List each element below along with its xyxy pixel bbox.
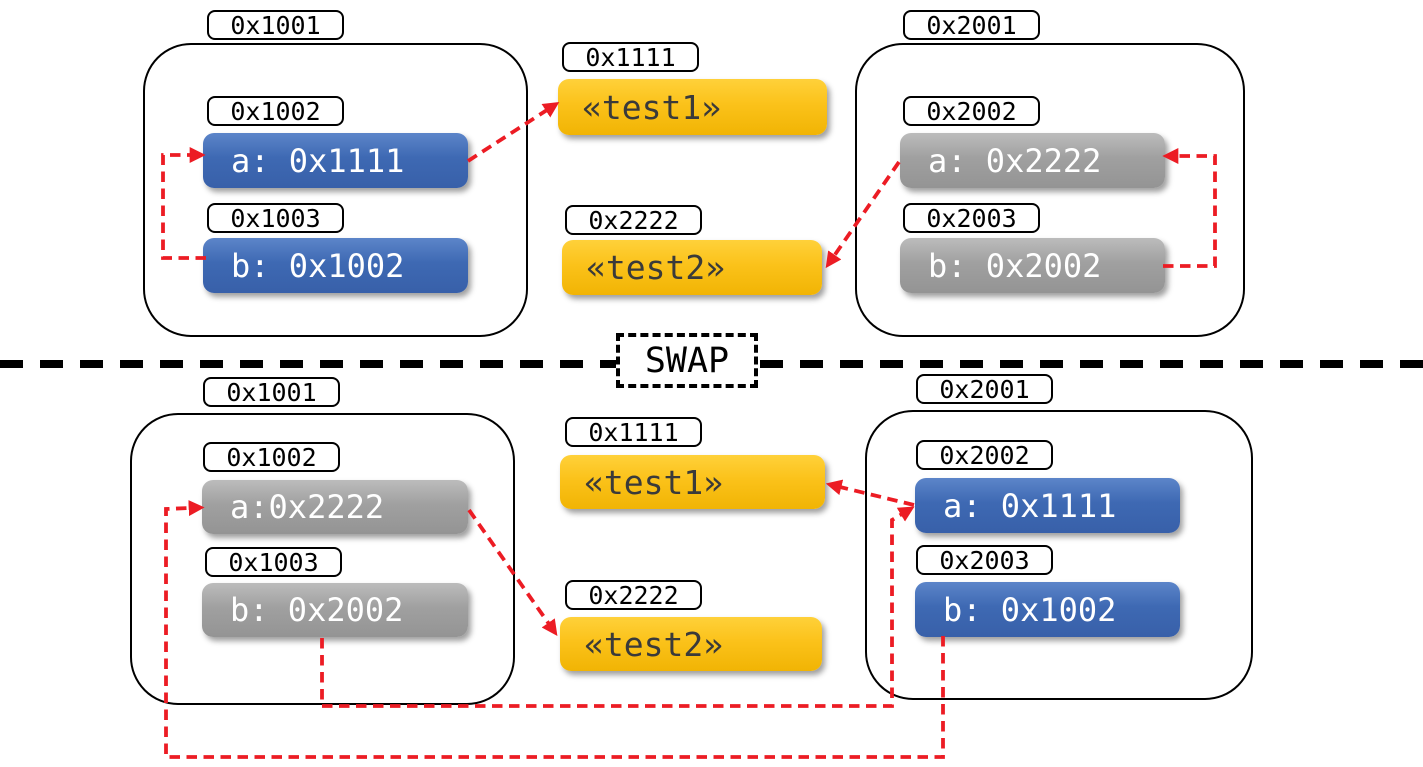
- memory-cell-a: a: 0x1111: [915, 478, 1180, 533]
- memory-cell-b: b: 0x2002: [202, 583, 468, 637]
- swap-label-box: SWAP: [616, 333, 758, 388]
- memory-cell-b: b: 0x2002: [900, 238, 1165, 293]
- memory-cell-a: a: 0x2222: [900, 133, 1165, 188]
- heap-object-test2: «test2»: [562, 240, 822, 295]
- address-tag-heap: 0x2222: [565, 205, 702, 235]
- address-tag-cell: 0x1003: [207, 203, 344, 233]
- swap-label: SWAP: [644, 340, 730, 381]
- heap-object-test1: «test1»: [558, 79, 827, 135]
- address-tag-cell: 0x1002: [203, 442, 340, 472]
- memory-cell-b: b: 0x1002: [915, 582, 1180, 637]
- address-tag-heap: 0x2222: [565, 580, 702, 610]
- address-tag-cell: 0x2003: [903, 203, 1040, 233]
- address-tag-heap: 0x1111: [562, 42, 699, 72]
- memory-cell-a: a: 0x1111: [203, 133, 468, 188]
- heap-object-test2: «test2»: [560, 617, 822, 671]
- address-tag-frame: 0x2001: [916, 374, 1053, 404]
- address-tag-cell: 0x1003: [205, 547, 342, 577]
- address-tag-cell: 0x2002: [916, 440, 1053, 470]
- address-tag-cell: 0x1002: [207, 96, 344, 126]
- heap-object-test1: «test1»: [560, 455, 825, 509]
- memory-cell-b: b: 0x1002: [203, 238, 468, 293]
- address-tag-frame: 0x1001: [207, 10, 344, 40]
- memory-cell-a: a:0x2222: [202, 480, 468, 534]
- address-tag-cell: 0x2002: [903, 96, 1040, 126]
- address-tag-frame: 0x2001: [903, 10, 1040, 40]
- address-tag-heap: 0x1111: [565, 417, 702, 447]
- address-tag-frame: 0x1001: [203, 377, 340, 407]
- address-tag-cell: 0x2003: [916, 545, 1053, 575]
